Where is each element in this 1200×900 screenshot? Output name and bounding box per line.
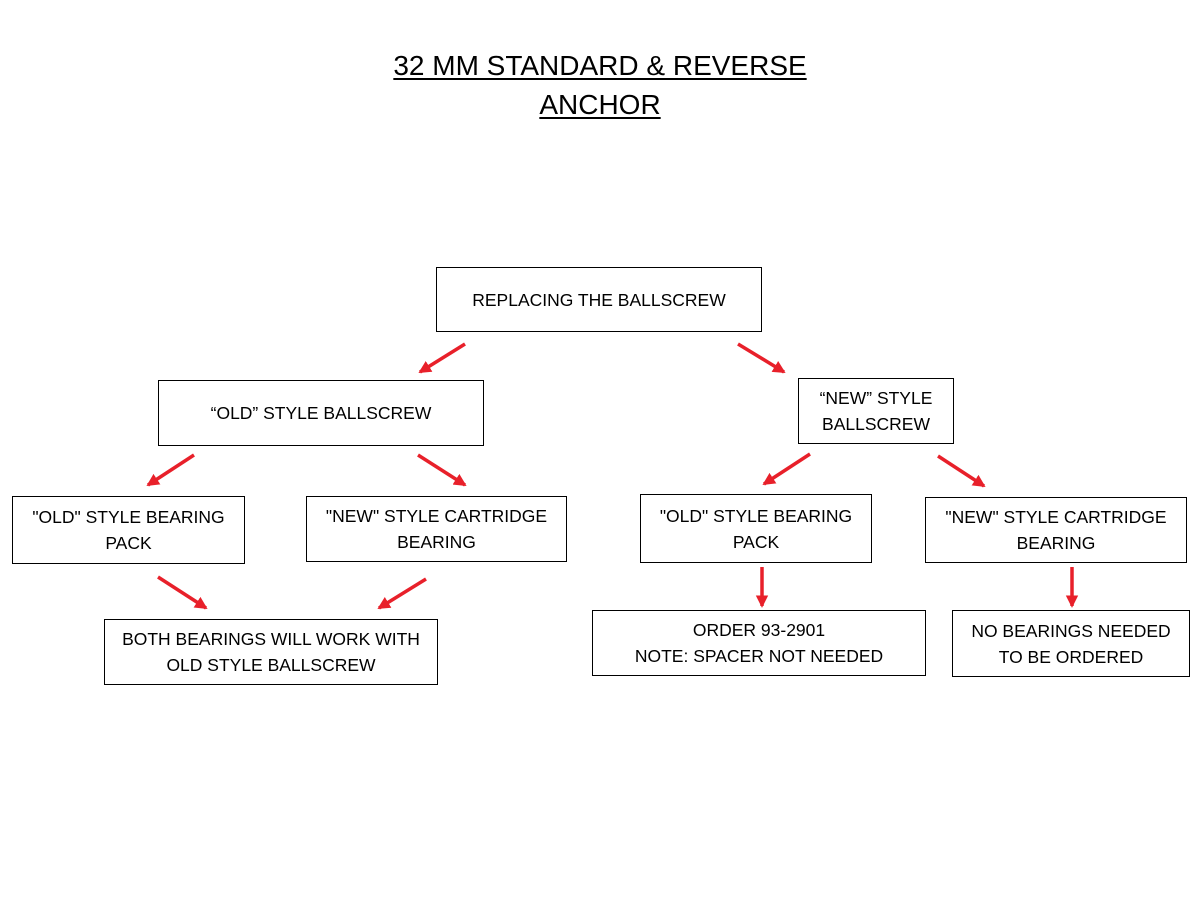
node-new-bs-new-cartridge-bearing: "NEW" STYLE CARTRIDGE BEARING [925,497,1187,563]
arrow-old-bearing-to-both-work [157,575,208,610]
node-new-bs-old-bearing-pack: "OLD" STYLE BEARING PACK [640,494,872,563]
node-replacing-ballscrew: REPLACING THE BALLSCREW [436,267,762,332]
node-label: "OLD" STYLE BEARING PACK [659,505,853,552]
diagram-title-line-2: ANCHOR [539,89,661,120]
node-both-bearings-work: BOTH BEARINGS WILL WORK WITH OLD STYLE B… [104,619,438,685]
node-label: “OLD” STYLE BALLSCREW [210,403,432,423]
node-new-style-ballscrew: “NEW” STYLE BALLSCREW [798,378,954,444]
diagram-title-line-1: 32 MM STANDARD & REVERSE [393,50,807,81]
node-label: BOTH BEARINGS WILL WORK WITH OLD STYLE B… [122,629,420,675]
node-old-bs-old-bearing-pack: "OLD" STYLE BEARING PACK [12,496,245,564]
arrow-old-ballscrew-to-old-bearing [146,453,195,487]
node-label: NO BEARINGS NEEDED TO BE ORDERED [971,620,1171,667]
node-old-bs-new-cartridge-bearing: "NEW" STYLE CARTRIDGE BEARING [306,496,567,562]
node-label: "OLD" STYLE BEARING PACK [32,507,225,553]
node-label: "NEW" STYLE CARTRIDGE BEARING [945,507,1167,553]
node-label: "NEW" STYLE CARTRIDGE BEARING [325,506,548,552]
node-label: “NEW” STYLE BALLSCREW [819,388,933,434]
node-order-part: ORDER 93-2901 NOTE: SPACER NOT NEEDED [592,610,926,676]
node-old-style-ballscrew: “OLD” STYLE BALLSCREW [158,380,484,446]
node-no-bearings-needed: NO BEARINGS NEEDED TO BE ORDERED [952,610,1190,677]
node-label: REPLACING THE BALLSCREW [472,289,726,310]
arrow-new-ballscrew-to-old-bearing [762,452,811,486]
arrow-old-ballscrew-to-new-bearing [417,453,467,487]
arrow-root-to-old-ballscrew [418,342,466,374]
arrow-root-to-new-ballscrew [737,342,786,374]
arrow-new-bearing-to-both-work [377,577,427,610]
arrow-new-ballscrew-to-new-bearing [937,454,986,488]
node-label: ORDER 93-2901 NOTE: SPACER NOT NEEDED [634,620,884,666]
